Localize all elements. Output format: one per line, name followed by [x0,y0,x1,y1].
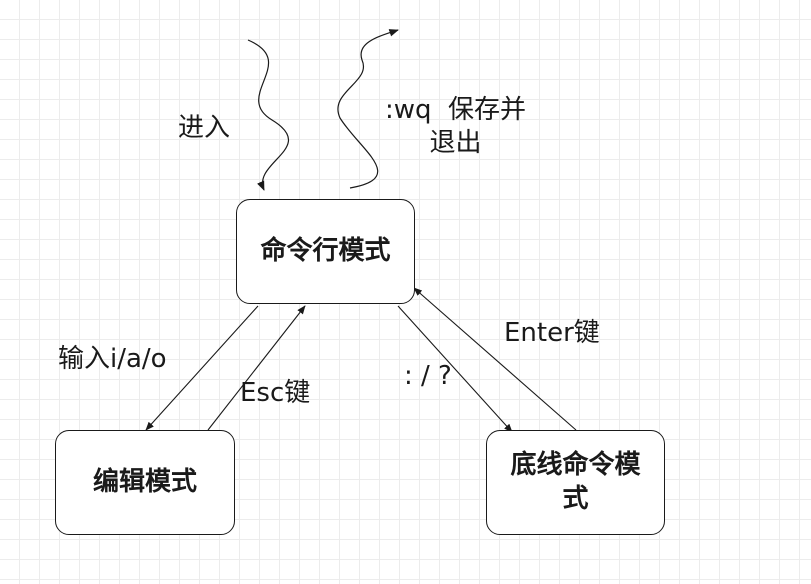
enter-wavy-arrow [247,39,289,191]
command-mode-node: 命令行模式 [236,199,415,304]
save-exit-label: :wq 保存并 退出 [385,94,526,159]
insert-keys-label: 输入i/a/o [58,344,167,374]
arrow-edit-to-command [207,305,306,431]
edit-mode-node: 编辑模式 [55,430,235,535]
command-mode-label: 命令行模式 [260,235,391,266]
save-exit-wavy-arrow [337,29,399,189]
arrow-command-to-lastline [397,305,513,433]
enter-key-label: Enter键 [504,318,600,348]
edit-mode-label: 编辑模式 [92,466,197,497]
save-exit-line2: 退出 [429,127,482,158]
last-line-mode-node: 底线命令模式 [486,430,665,535]
save-exit-line1: :wq 保存并 [385,95,527,125]
arrow-command-to-edit [145,305,259,431]
search-keys-label: : / ? [404,361,452,391]
last-line-mode-label: 底线命令模式 [510,449,641,514]
arrow-lastline-to-command [413,287,577,431]
enter-label: 进入 [178,113,231,143]
esc-key-label: Esc键 [240,378,311,408]
